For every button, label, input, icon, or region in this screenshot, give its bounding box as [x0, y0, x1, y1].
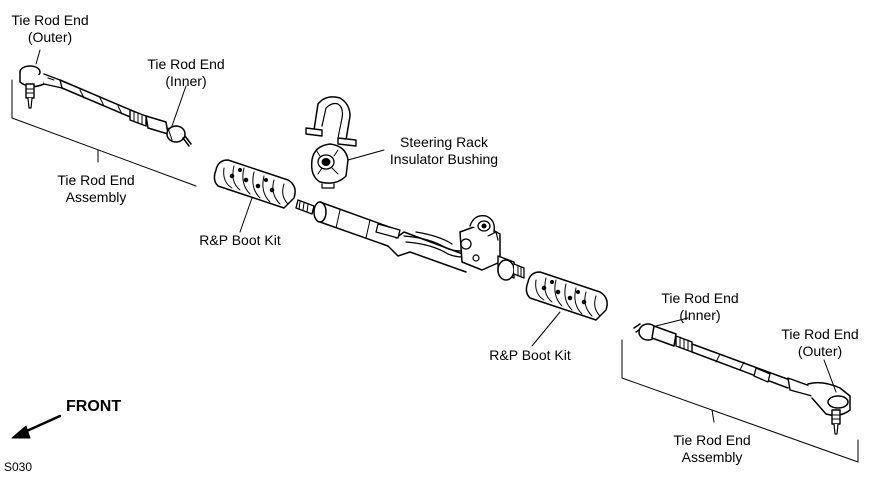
label-boot-kit-right: R&P Boot Kit: [489, 347, 571, 363]
arrow-down-left-icon: [11, 414, 62, 439]
label-tie-rod-outer-left: Tie Rod End (Outer): [11, 12, 89, 45]
right-outer-tie-rod-end: [787, 377, 851, 435]
label-tie-rod-inner-right: Tie Rod End (Inner): [661, 290, 739, 323]
left-tie-rod-assembly: [11, 65, 197, 187]
label-boot-kit-left: R&P Boot Kit: [199, 232, 281, 248]
label-steering-rack-bushing: Steering Rack Insulator Bushing: [389, 134, 499, 167]
front-direction-label: FRONT: [66, 398, 122, 415]
label-tie-rod-outer-right: Tie Rod End (Outer): [781, 326, 859, 359]
right-tie-rod-assembly: [621, 323, 859, 463]
insulator-bracket: [305, 96, 357, 147]
right-inner-tie-rod-end: [633, 323, 677, 347]
left-rp-boot: [213, 159, 296, 209]
steering-rack-housing: [295, 199, 525, 281]
figure-code: S030: [4, 460, 33, 474]
left-inner-tie-rod-end: [145, 115, 192, 147]
label-tie-rod-assembly-left: Tie Rod End Assembly: [57, 172, 135, 205]
left-outer-tie-rod-end: [19, 65, 63, 109]
label-tie-rod-assembly-right: Tie Rod End Assembly: [673, 432, 751, 465]
right-rp-boot: [525, 271, 608, 321]
insulator-bushing: [310, 143, 349, 189]
label-tie-rod-inner-left: Tie Rod End (Inner): [147, 56, 225, 89]
